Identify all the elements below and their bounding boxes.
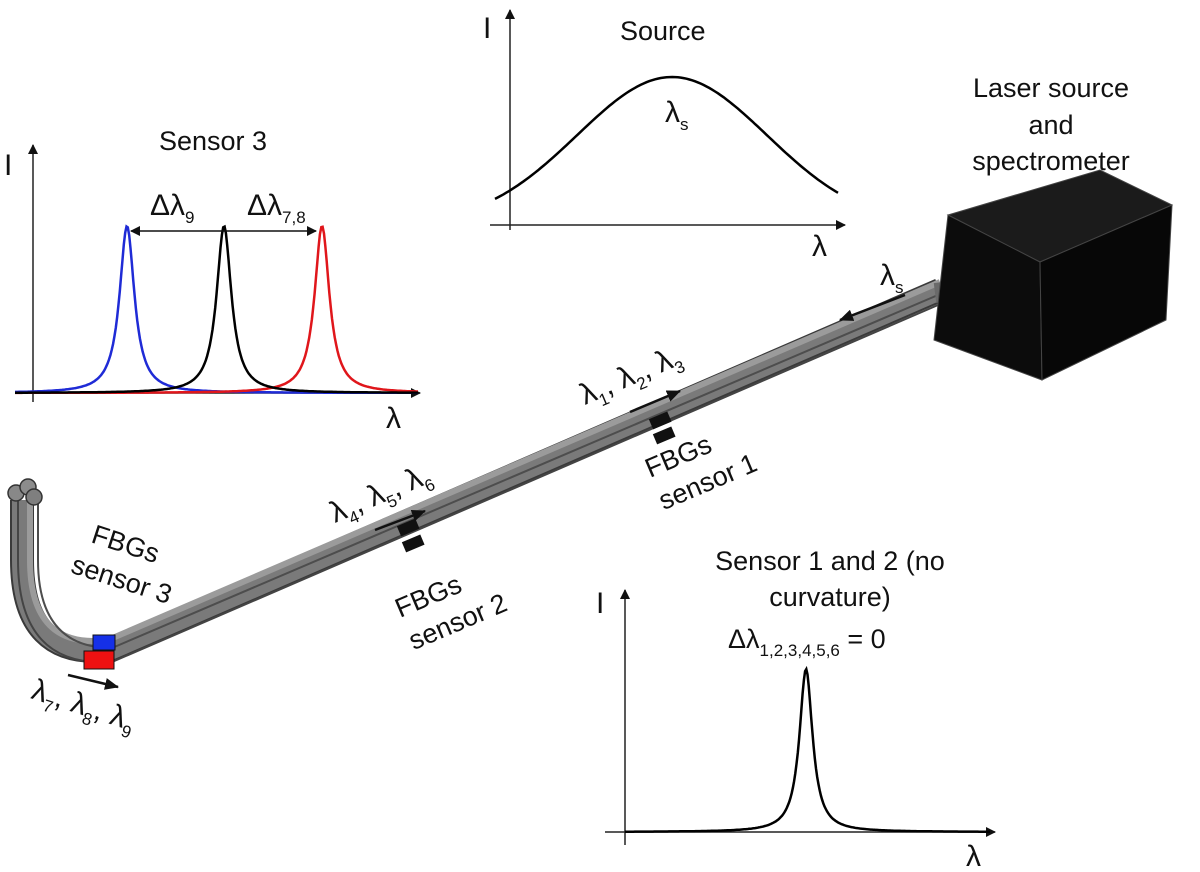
sensor12-peak-curve bbox=[625, 665, 990, 833]
laser-output-arrow bbox=[839, 293, 906, 322]
fiber-ends bbox=[7, 478, 43, 506]
laser-label-line3: spectrometer bbox=[972, 146, 1130, 176]
sensor3-direction-arrow bbox=[67, 673, 119, 690]
source-plot: I λ Source λs bbox=[483, 9, 846, 263]
sensor3-title: Sensor 3 bbox=[159, 126, 267, 156]
source-peak-label: λs bbox=[665, 96, 689, 134]
sensor12-title-line2: curvature) bbox=[769, 582, 891, 612]
sensor3-y-label: I bbox=[4, 149, 12, 182]
fiber-bundle bbox=[7, 273, 1017, 670]
fbg-sensor-3-labels: λ7, λ8, λ9 bbox=[26, 673, 139, 742]
sensor12-title-line1: Sensor 1 and 2 (no bbox=[715, 546, 945, 576]
sensor3-center-peak bbox=[15, 224, 418, 394]
sensor3-delta-left-label: Δλ9 bbox=[150, 189, 195, 227]
laser-label-line1: Laser source bbox=[973, 73, 1129, 103]
sensor12-x-label: λ bbox=[966, 840, 981, 872]
fbg-sensor-3-caption: FBGs sensor 3 bbox=[68, 519, 176, 610]
fbg-sensor-2-caption: FBGs sensor 2 bbox=[391, 569, 512, 656]
laser-label-line2: and bbox=[1028, 110, 1073, 140]
sensor3-plot: I λ Sensor 3 Δλ9 Δλ7,8 bbox=[4, 126, 421, 435]
fbg-sensor-1-marker bbox=[648, 411, 676, 445]
laser-output-label: λs bbox=[880, 259, 904, 297]
fbg-sensor-2-marker bbox=[396, 518, 425, 553]
source-title: Source bbox=[620, 16, 706, 46]
sensor3-x-label: λ bbox=[386, 402, 401, 435]
sensor1-direction-arrow bbox=[629, 389, 681, 414]
laser-box-icon bbox=[933, 169, 1174, 381]
sensor3-delta-right-label: Δλ7,8 bbox=[247, 189, 306, 227]
sensor12-y-label: I bbox=[596, 587, 604, 620]
sensor12-delta-label: Δλ1,2,3,4,5,6 = 0 bbox=[728, 624, 886, 660]
fbg-sensor-3-marker bbox=[83, 634, 116, 670]
sensor3-wavelengths: λ7, λ8, λ9 bbox=[26, 673, 139, 742]
sensor2-wavelengths: λ4, λ5, λ6 bbox=[325, 457, 438, 534]
fbg-sensor-2-labels: λ4, λ5, λ6 bbox=[325, 457, 438, 534]
fbg-sensor-1-caption: FBGs sensor 1 bbox=[641, 429, 762, 516]
sensor2-direction-arrow bbox=[374, 509, 426, 532]
source-spectrum-curve bbox=[494, 75, 839, 201]
sensor3-right-peak bbox=[15, 225, 418, 395]
source-x-label: λ bbox=[812, 230, 827, 263]
source-y-label: I bbox=[483, 12, 491, 45]
laser-label: Laser source and spectrometer bbox=[972, 73, 1130, 176]
sensor12-plot: I λ Sensor 1 and 2 (no curvature) Δλ1,2,… bbox=[596, 546, 996, 872]
sensor3-left-peak bbox=[15, 224, 418, 395]
